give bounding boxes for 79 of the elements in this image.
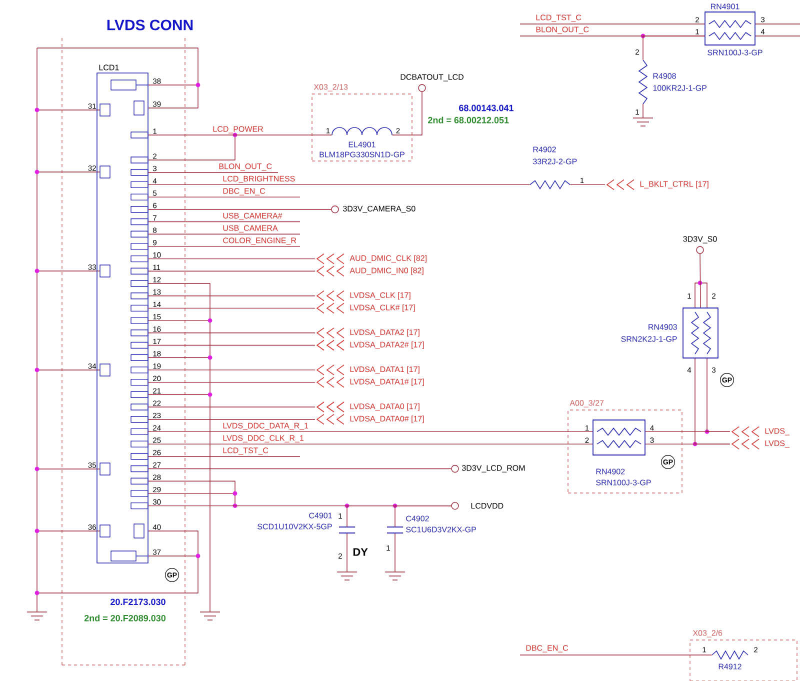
node-label: SRN2K2J-1-GP: [621, 336, 677, 342]
wire: [642, 36, 705, 60]
wire: [570, 184, 606, 186]
resistor-network: RN4903 SRN2K2J-1-GP: [621, 308, 718, 358]
off-page-connector: LVDSA_CLK [17]: [316, 290, 410, 302]
wire: [148, 221, 300, 222]
wire: [706, 358, 730, 432]
net-label: BLON_OUT_C: [219, 163, 272, 171]
wire: [148, 172, 278, 173]
node-label: LCDVDD: [471, 502, 504, 509]
wire: [148, 456, 300, 457]
net-label: LVDS_DDC_DATA_R_1: [223, 422, 308, 430]
option-mark: DY: [353, 548, 368, 556]
net-label: LVDS_DDC_CLK_R_1: [223, 435, 304, 442]
off-page-connector: AUD_DMIC_IN0 [82]: [316, 266, 424, 277]
node-label: RN4903: [648, 324, 677, 330]
node-label: SRN100J-3-GP: [596, 480, 651, 486]
off-page-connector: LVDSA_DATA2 [17]: [316, 328, 420, 338]
part-number: 20.F2173.030: [110, 598, 166, 606]
node-label: 3D3V_CAMERA_S0: [343, 206, 416, 213]
wire: [520, 654, 712, 656]
title: LVDS CONN: [107, 20, 193, 30]
net-label: BLON_OUT_C: [536, 26, 589, 34]
off-page-connector: LVDSA_DATA0 [17]: [316, 402, 420, 412]
node-label: DCBATOUT_LCD: [400, 74, 464, 82]
resistor-network: RN4902 SRN100J-3-GP: [592, 420, 651, 486]
net-label: LCD_TST_C: [536, 14, 582, 22]
power-port: 3D3V_CAMERA_S0: [331, 206, 416, 214]
part-number: 2nd = 68.00212.051: [428, 116, 509, 124]
power-port: 3D3V_S0: [683, 236, 717, 254]
off-page-connector: LVDSA_DATA2# [17]: [316, 340, 424, 351]
power-port: DCBATOUT_LCD: [400, 74, 464, 92]
net-label: LCD_TST_C: [223, 448, 268, 455]
part-number: 2nd = 20.F2089.030: [84, 614, 166, 622]
part-number: 68.00143.041: [459, 104, 514, 112]
wire: [148, 406, 316, 408]
net-label: USB_CAMERA: [223, 225, 278, 232]
node-label: X03_2/13: [314, 84, 348, 92]
wire: [392, 92, 422, 136]
node-label: RN4901: [710, 4, 740, 10]
node-label: RN4902: [596, 468, 625, 474]
net-label: COLOR_ENGINE_R: [223, 238, 296, 245]
off-page-connector: LVDSA_DATA1 [17]: [316, 364, 420, 376]
power-port: 3D3V_LCD_ROM: [451, 464, 525, 473]
wire: [694, 358, 730, 444]
off-page-connector: LVDS_: [731, 438, 790, 450]
node-label: A00_3/27: [570, 400, 604, 408]
wire: [394, 505, 452, 528]
node-label: X03_2/6: [692, 630, 722, 638]
off-page-connector: L_BKLT_CTRL [17]: [606, 179, 708, 190]
off-page-connector: AUD_DMIC_CLK [82]: [316, 253, 426, 264]
off-page-connector: LVDS_: [731, 426, 790, 438]
wire: [148, 258, 316, 260]
wire: [148, 382, 316, 383]
wire: [148, 134, 332, 136]
wire: [148, 209, 332, 210]
off-page-connector: LVDSA_DATA0# [17]: [316, 414, 424, 425]
wire: [700, 254, 701, 308]
wire: [148, 184, 530, 186]
wire: [148, 308, 316, 309]
wire: [148, 419, 316, 420]
power-port: LCDVDD: [451, 502, 504, 510]
net-label: USB_CAMERA#: [223, 212, 282, 220]
wire: [148, 468, 452, 470]
net-label: DBC_EN_C: [526, 645, 568, 652]
wire: [148, 332, 316, 334]
off-page-connector: LVDSA_CLK# [17]: [316, 302, 415, 314]
node-label: 3D3V_LCD_ROM: [462, 465, 525, 472]
wire: [148, 431, 593, 432]
wire: [148, 246, 300, 247]
wire: [148, 270, 316, 272]
net-label: LCD_POWER: [213, 126, 263, 134]
wire: [148, 344, 316, 346]
node-label: SRN100J-3-GP: [708, 50, 762, 56]
wire: [148, 196, 300, 198]
net-label: DBC_EN_C: [223, 188, 266, 196]
off-page-connector: LVDSA_DATA1# [17]: [316, 376, 424, 388]
net-label: LCD_BRIGHTNESS: [223, 176, 295, 183]
node-label: 3D3V_S0: [683, 236, 717, 244]
